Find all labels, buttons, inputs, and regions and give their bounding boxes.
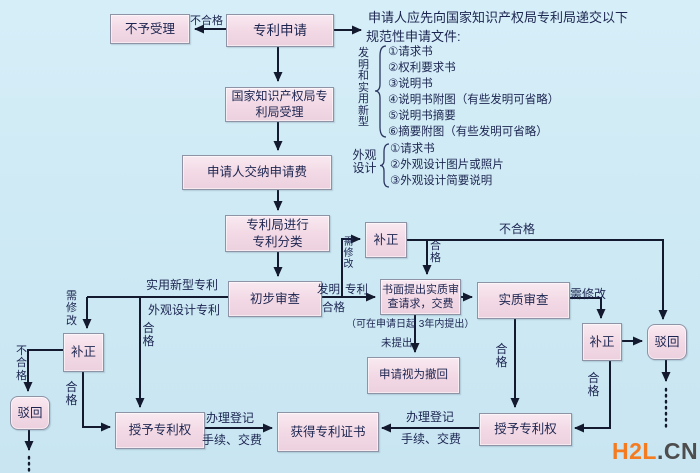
- label-register-right-1: 办理登记: [406, 410, 455, 424]
- doc-item: ②权利要求书: [388, 62, 456, 74]
- label-register-right-2: 手续、交费: [401, 432, 462, 446]
- node-rejection-right: 驳回: [647, 324, 687, 360]
- label-qualified-substantive: 合格: [495, 342, 508, 370]
- node-grant-left: 授予专利权: [115, 412, 205, 449]
- label-need-amend-left: 需修改: [66, 290, 77, 327]
- doc-item: ③外观设计简要说明: [390, 175, 493, 187]
- label-not-filed: 未提出: [381, 337, 413, 349]
- label-register-left-2: 手续、交费: [202, 433, 263, 447]
- node-substantive-exam: 实质审查: [477, 282, 570, 319]
- docnote-group1-items: ①请求书 ②权利要求书 ③说明书 ④说明书附图（有些发明可省略） ⑤说明书摘要 …: [388, 44, 559, 140]
- docnote-group1-label: 发明和实用新型: [358, 47, 369, 129]
- node-correction-left: 补正: [63, 333, 104, 372]
- doc-item: ⑤说明书摘要: [388, 110, 456, 122]
- doc-item: ③说明书: [388, 78, 433, 90]
- doc-item: ④说明书附图（有些发明可省略）: [388, 94, 560, 106]
- doc-item: ①请求书: [388, 46, 433, 58]
- label-design-patent: 外观设计专利: [148, 303, 221, 317]
- node-certificate: 获得专利证书: [277, 412, 379, 452]
- label-filing-window: （可在申请日起 3年内提出）: [346, 319, 475, 330]
- doc-item: ②外观设计图片或照片: [390, 159, 504, 171]
- node-preliminary-exam: 初步审查: [228, 281, 322, 317]
- docnote-group2-items: ①请求书 ②外观设计图片或照片 ③外观设计简要说明: [390, 141, 504, 189]
- watermark-brand: H2L: [612, 438, 657, 464]
- brace-invention-group: [374, 45, 387, 138]
- label-qualified-correction-right: 合格: [587, 371, 600, 399]
- node-sipo-acceptance: 国家知识产权局专 利局受理: [225, 87, 334, 122]
- label-need-amend-top: 需修改: [343, 237, 354, 271]
- watermark-suffix: .CN: [656, 438, 699, 464]
- label-qualified-top: 合格: [430, 240, 441, 265]
- label-register-left-1: 办理登记: [206, 411, 255, 425]
- label-qualified-correction-left: 合格: [65, 380, 78, 408]
- label-need-amend-right: 需修改: [570, 287, 607, 301]
- node-correction-top: 补正: [365, 222, 407, 258]
- label-unqualified-left: 不合格: [16, 345, 27, 382]
- node-patent-application: 专利申请: [226, 14, 334, 47]
- node-written-request: 书面提出实质审 查请求，交费: [380, 279, 461, 315]
- node-not-accepted: 不予受理: [110, 14, 190, 44]
- label-invention: 发明: [317, 284, 340, 296]
- node-correction-right: 补正: [582, 323, 622, 361]
- docnote-line2: 规范性申请文件:: [366, 29, 461, 44]
- label-utility-model-patent: 实用新型专利: [146, 278, 219, 292]
- label-patent: 专利: [345, 284, 368, 296]
- site-watermark: H2L.CN: [612, 438, 698, 465]
- node-deemed-withdrawn: 申请视为撤回: [367, 357, 460, 394]
- node-pay-fee: 申请人交纳申请费: [182, 155, 332, 190]
- label-qualified-direct-left: 合格: [142, 321, 155, 349]
- node-grant-right: 授予专利权: [479, 413, 572, 446]
- label-qualified-invention: 合格: [322, 302, 345, 314]
- label-unqualified-top: 不合格: [190, 15, 223, 27]
- brace-design-group: [379, 143, 390, 188]
- node-classification: 专利局进行 专利分类: [225, 215, 330, 252]
- node-rejection-left: 驳回: [10, 396, 50, 430]
- docnote-line1: 申请人应先向国家知识产权局专利局递交以下: [368, 10, 629, 25]
- doc-item: ①请求书: [390, 143, 435, 155]
- docnote-group2-label: 外观设计: [352, 148, 377, 175]
- doc-item: ⑥摘要附图（有些发明可省略）: [388, 126, 548, 138]
- label-unqualified-long: 不合格: [499, 222, 536, 236]
